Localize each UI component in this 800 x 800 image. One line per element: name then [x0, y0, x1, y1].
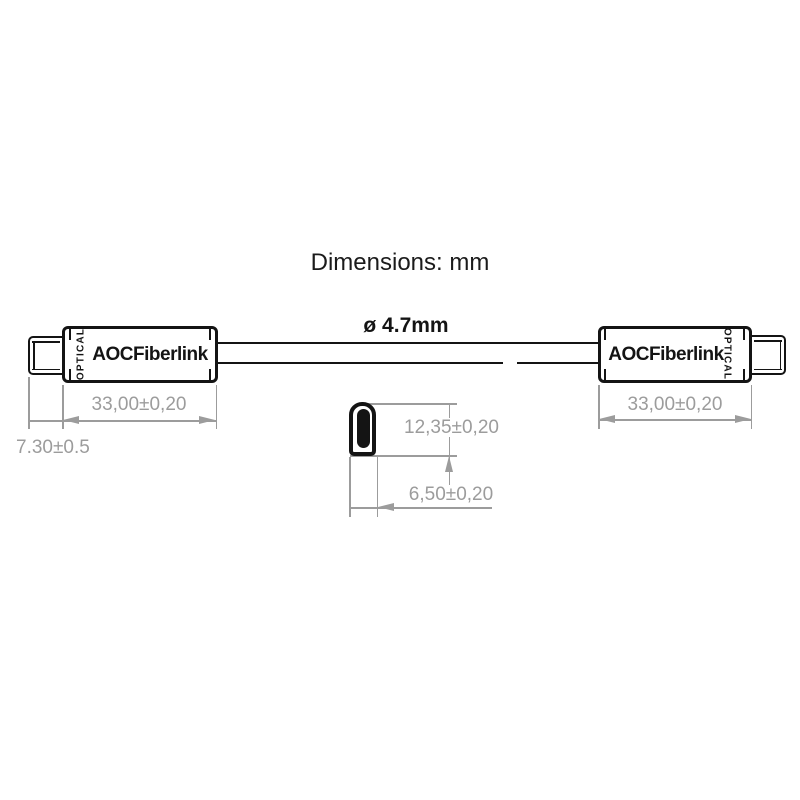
dimension-line [349, 507, 492, 509]
cross-section-thickness-dim: 6,50±0,20 [403, 485, 499, 504]
extension-line [376, 457, 378, 517]
plug-face-line [33, 341, 35, 370]
usb-c-plug-left [28, 336, 62, 375]
plug-shell-line [32, 368, 60, 370]
mold-line-icon [604, 369, 606, 381]
extension-line [28, 377, 30, 429]
cross-section-core [356, 409, 370, 448]
mold-line-icon [69, 328, 71, 340]
body-length-dim-left: 33,00±0,20 [91, 394, 187, 415]
optical-marking-right: OPTICAL [721, 327, 733, 381]
dim-arrow-right-icon [735, 415, 751, 423]
plug-shell-line [754, 340, 782, 342]
cable-bottom-edge-after-break [517, 362, 600, 364]
dim-arrow-left-icon [599, 415, 615, 423]
cross-section-width-dim: 12,35±0,20 [402, 418, 501, 437]
plug-shell-line [32, 341, 60, 343]
mold-line-icon [604, 328, 606, 340]
plug-face-line [779, 340, 781, 370]
extension-line [598, 385, 600, 429]
mold-line-icon [209, 328, 211, 340]
dim-arrow-right-icon [199, 416, 215, 424]
dimension-line [28, 420, 216, 422]
cable-top-edge [218, 342, 600, 344]
extension-line [215, 385, 217, 429]
plug-length-dim-left: 7.30±0.5 [16, 437, 90, 458]
mold-line-icon [69, 369, 71, 381]
cable-diameter-label: ø 4.7mm [363, 314, 449, 337]
dimension-line [448, 403, 450, 490]
mold-line-icon [209, 369, 211, 381]
dim-arrow-left-icon [378, 503, 394, 511]
page-title: Dimensions: mm [310, 249, 490, 276]
dimension-line [598, 419, 752, 421]
extension-line [362, 403, 457, 405]
connector-body-left [62, 326, 218, 383]
optical-marking-left: OPTICAL [75, 327, 87, 381]
brand-label-right: AOCFiberlink [608, 344, 724, 365]
mold-line-icon [743, 369, 745, 381]
extension-line [350, 455, 457, 457]
mold-line-icon [743, 328, 745, 340]
extension-line [62, 385, 64, 429]
brand-label-left: AOCFiberlink [92, 344, 208, 365]
cable-bottom-edge [218, 362, 503, 364]
body-length-dim-right: 33,00±0,20 [627, 394, 723, 415]
usb-c-plug-right [752, 335, 786, 375]
connector-body-right [598, 326, 752, 383]
plug-shell-line [754, 368, 782, 370]
dim-arrow-left-icon [63, 416, 79, 424]
dim-arrow-up-icon [444, 456, 453, 472]
extension-line [349, 457, 351, 517]
extension-line [750, 385, 752, 429]
